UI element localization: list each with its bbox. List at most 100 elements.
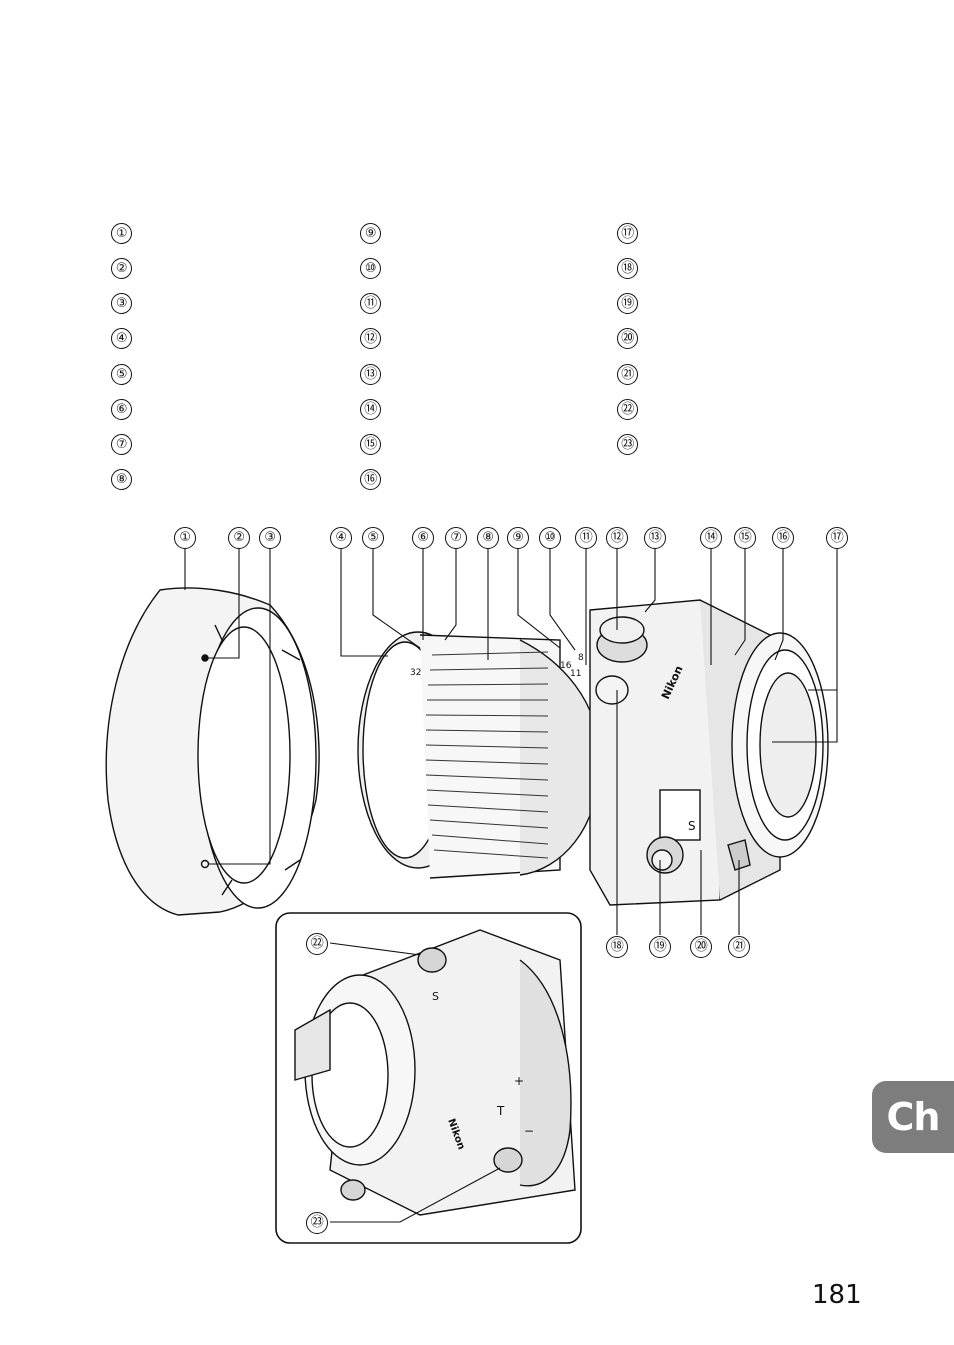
legend-number: ① [111,223,132,244]
inset-mode-t-mark: T [496,1104,505,1118]
lens-front-barrel [357,631,601,879]
callout-4: ④ [330,526,352,549]
callout-20: ⑳ [690,935,712,958]
legend-item-3: ③ [111,293,132,314]
legend-item-13: ⑬ [360,364,381,385]
callout-number: ⑳ [690,935,712,958]
lens-aperture-mark-8: 8 [578,653,584,663]
legend-item-8: ⑧ [111,469,132,490]
callout-9: ⑨ [507,526,529,549]
callout-6: ⑥ [412,526,434,549]
leader-lines [184,548,838,935]
callout-number: ③ [259,526,281,549]
legend-number: ⑧ [111,469,132,490]
callout-number: ⑦ [445,526,467,549]
callout-number: ㉑ [728,935,750,958]
lens-hood [105,587,320,916]
legend-number: ⑥ [111,399,132,420]
callout-number: ⑪ [575,526,597,549]
legend-number: ⑲ [617,293,638,314]
callout-number: ⑮ [734,526,756,549]
lens-body [589,599,829,906]
callout-number: ⑤ [362,526,384,549]
callout-7: ⑦ [445,526,467,549]
focus-ring-grip [425,651,549,859]
callout-18: ⑱ [606,935,628,958]
legend-item-9: ⑨ [360,223,381,244]
page-number: 181 [812,1280,862,1310]
callout-number: ⑨ [507,526,529,549]
legend-number: ⑮ [360,434,381,455]
callout-14: ⑭ [700,526,722,549]
legend-item-12: ⑫ [360,328,381,349]
callout-number: ⑥ [412,526,434,549]
lens-aperture-mark-11: 11 [570,669,581,679]
legend-item-17: ⑰ [617,223,638,244]
legend-item-2: ② [111,258,132,279]
legend-item-4: ④ [111,328,132,349]
callout-23: ㉓ [306,1211,328,1234]
legend-item-14: ⑭ [360,399,381,420]
legend-number: ⑦ [111,434,132,455]
callout-3: ③ [259,526,281,549]
legend-number: ③ [111,293,132,314]
legend-item-23: ㉓ [617,434,638,455]
callout-21: ㉑ [728,935,750,958]
callout-16: ⑯ [772,526,794,549]
inset-detail: Nikon T S + − [275,912,582,1244]
callout-12: ⑫ [606,526,628,549]
lens-mode-s-mark: S [688,819,696,833]
knob-lower [646,836,684,874]
legend-item-11: ⑪ [360,293,381,314]
callout-15: ⑮ [734,526,756,549]
callout-10: ⑩ [539,526,561,549]
legend-number: ② [111,258,132,279]
language-tab-label: Ch [886,1095,941,1139]
callout-5: ⑤ [362,526,384,549]
callout-17: ⑰ [826,526,848,549]
inset-scale-plus: + [514,1074,524,1088]
callout-number: ① [174,526,196,549]
legend-item-6: ⑥ [111,399,132,420]
callout-number: ⑱ [606,935,628,958]
legend-item-20: ⑳ [617,328,638,349]
legend-item-19: ⑲ [617,293,638,314]
callout-1: ① [174,526,196,549]
legend-item-1: ① [111,223,132,244]
lock-lever [727,839,751,871]
legend-number: ⑬ [360,364,381,385]
callout-number: ④ [330,526,352,549]
legend-item-21: ㉑ [617,364,638,385]
release-button [595,675,629,705]
callout-number: ⑬ [644,526,666,549]
callout-22: ㉒ [306,932,328,955]
callout-number: ⑭ [700,526,722,549]
legend-number: ⑤ [111,364,132,385]
callout-number: ⑰ [826,526,848,549]
legend-item-22: ㉒ [617,399,638,420]
legend-number: ㉒ [617,399,638,420]
callout-number: ⑲ [649,935,671,958]
legend-item-15: ⑮ [360,434,381,455]
legend-number: ⑱ [617,258,638,279]
legend-number: ㉓ [617,434,638,455]
inset-mode-s-mark: S [432,990,439,1003]
legend-number: ⑰ [617,223,638,244]
inset-scale-minus: − [524,1124,534,1138]
parts-legend: ① ② ③ ④ ⑤ ⑥ ⑦ ⑧ ⑨ ⑩ ⑪ ⑫ ⑬ ⑭ ⑮ ⑯ ⑰ ⑱ ⑲ ⑳ … [0,218,954,498]
legend-item-10: ⑩ [360,258,381,279]
legend-item-7: ⑦ [111,434,132,455]
legend-item-18: ⑱ [617,258,638,279]
callout-number: ② [228,526,250,549]
callout-number: ㉓ [306,1211,328,1234]
legend-number: ㉑ [617,364,638,385]
lens-aperture-mark-32: 32 [410,668,421,678]
legend-number: ⑫ [360,328,381,349]
legend-number: ⑯ [360,469,381,490]
legend-number: ⑳ [617,328,638,349]
callout-number: ⑧ [477,526,499,549]
legend-number: ④ [111,328,132,349]
callout-13: ⑬ [644,526,666,549]
legend-number: ⑪ [360,293,381,314]
